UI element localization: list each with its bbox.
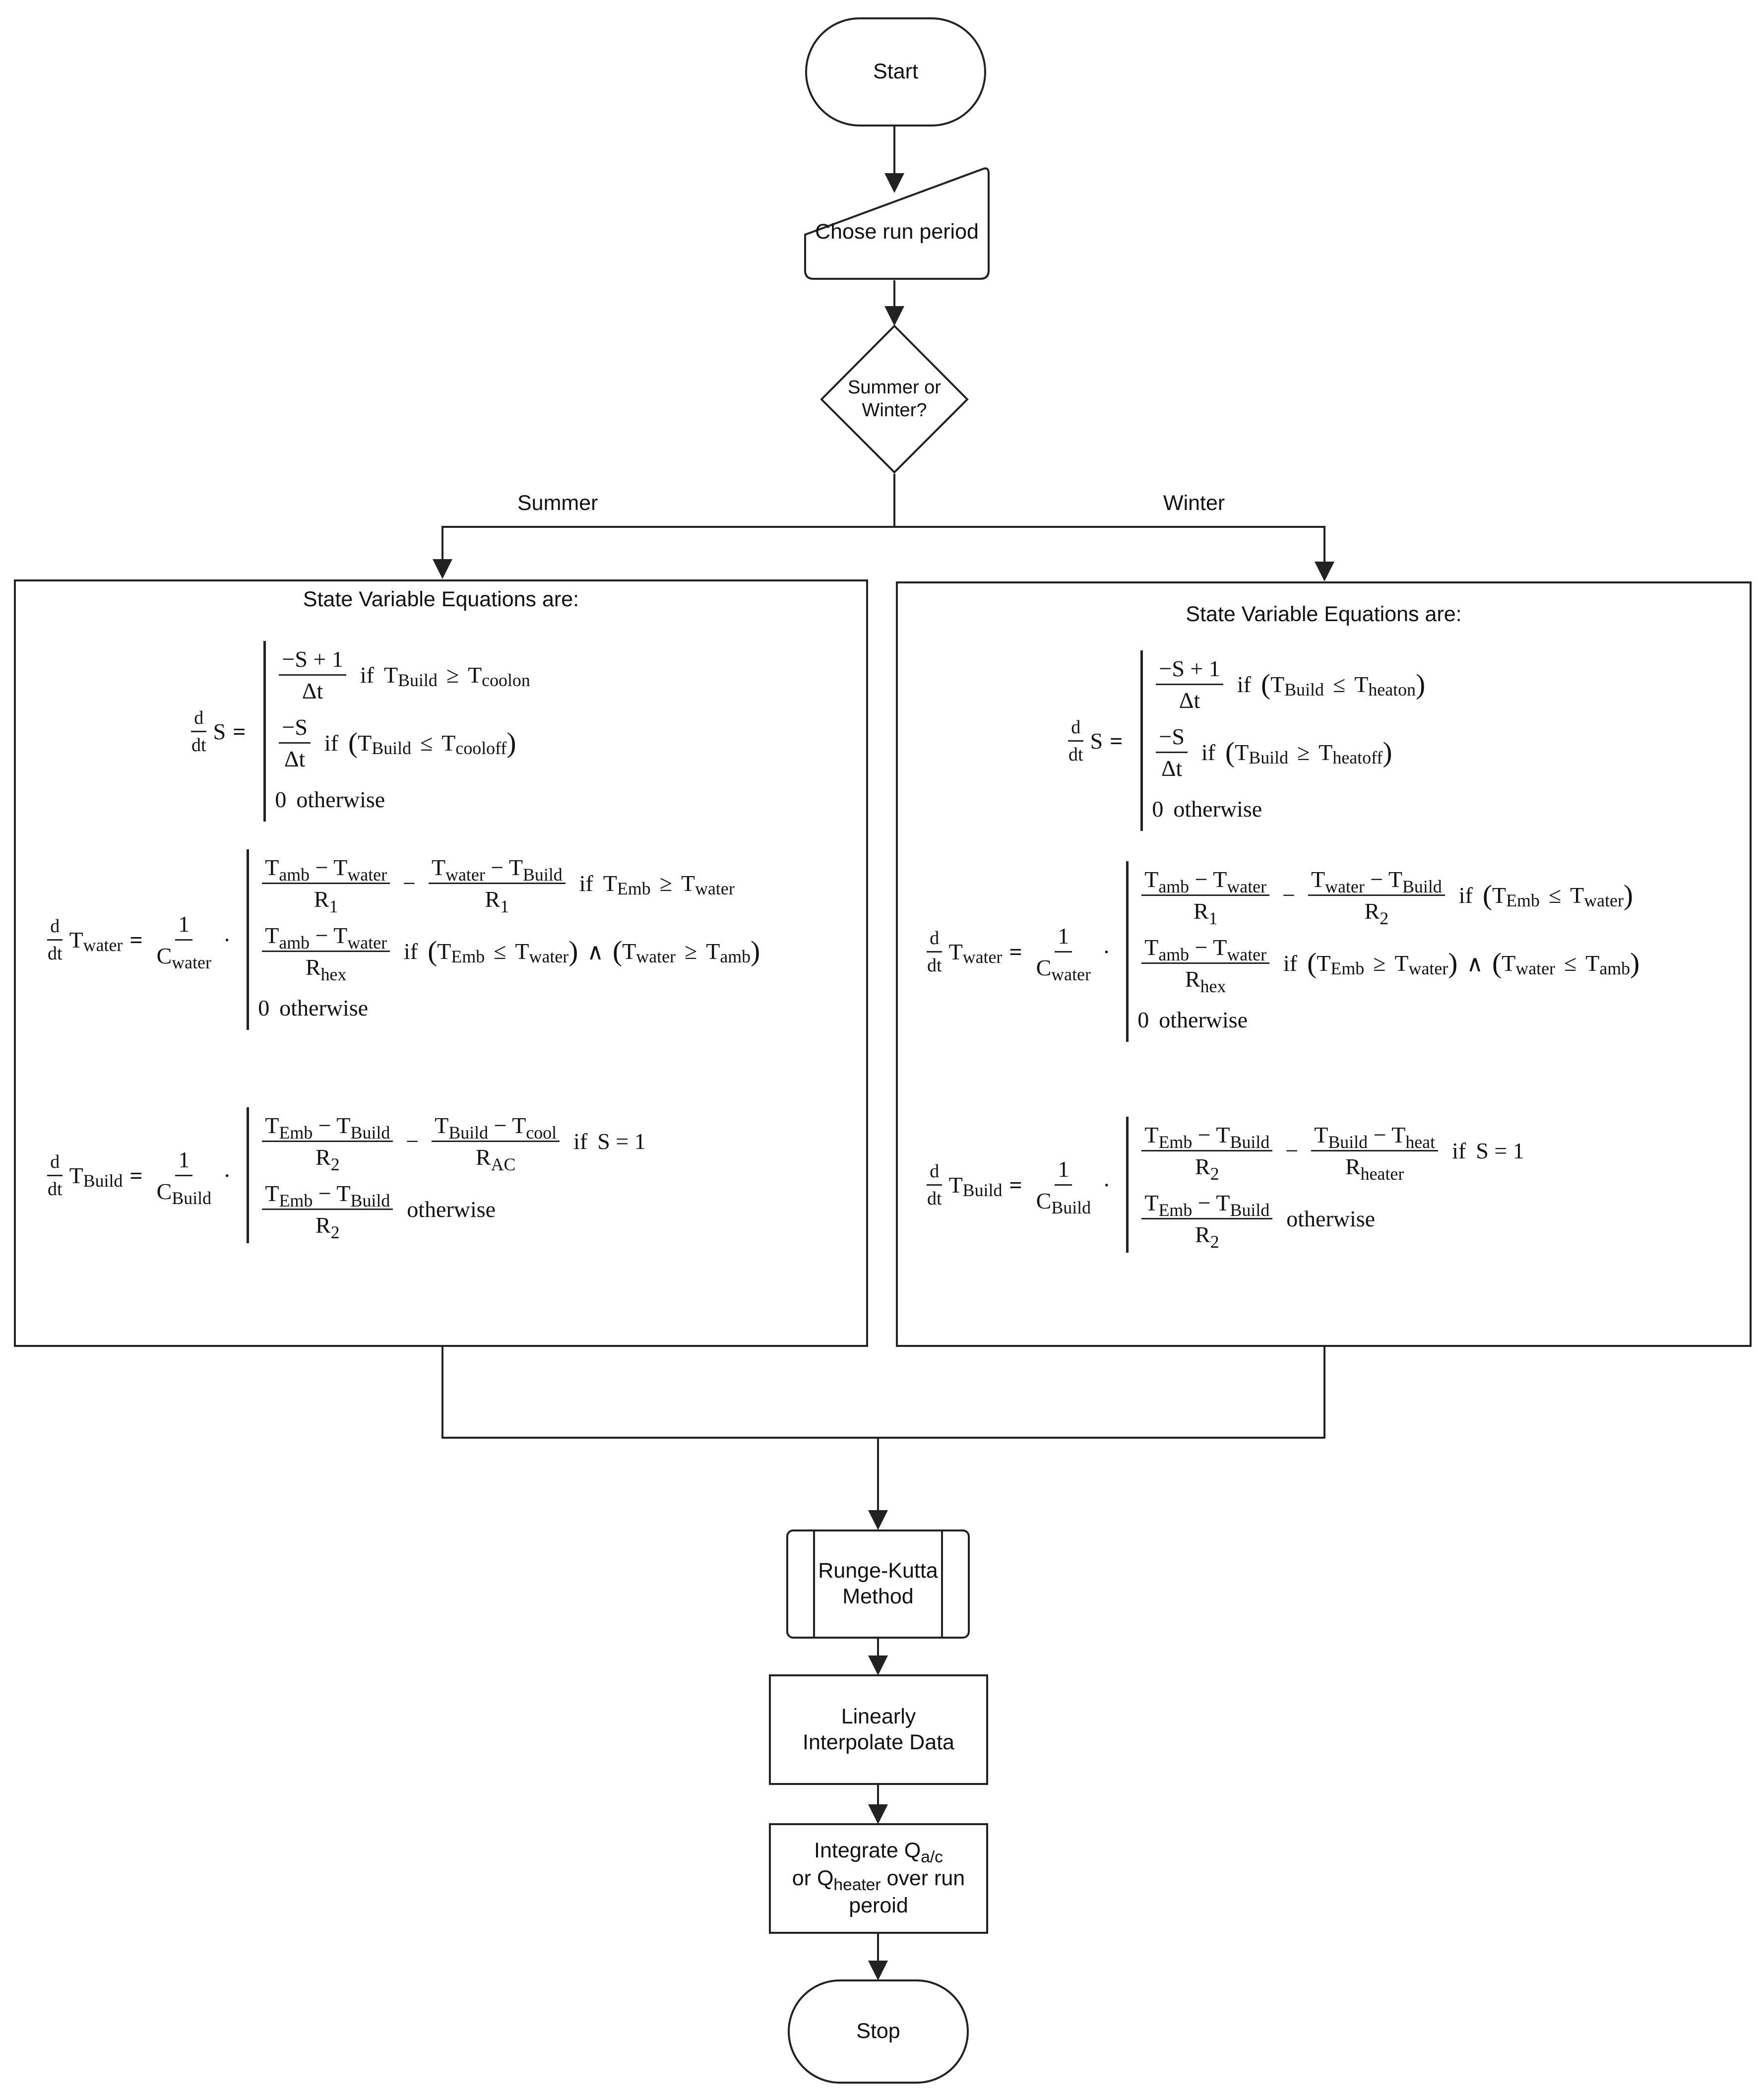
connector-summer-merge bbox=[441, 1347, 878, 1439]
decision-diamond bbox=[820, 324, 969, 474]
chose-run-period-input: Chose run period bbox=[805, 211, 989, 254]
runge-kutta-label: Runge-Kutta Method bbox=[818, 1559, 938, 1608]
start-label: Start bbox=[873, 60, 918, 84]
integrate-label: Integrate Qa/c or Qheater over run peroi… bbox=[792, 1838, 965, 1918]
chose-run-period-label: Chose run period bbox=[815, 220, 979, 244]
interpolate-process: Linearly Interpolate Data bbox=[769, 1674, 988, 1785]
stop-label: Stop bbox=[856, 2019, 900, 2043]
interpolate-label: Linearly Interpolate Data bbox=[803, 1704, 954, 1754]
start-terminal: Start bbox=[805, 17, 986, 127]
winter-branch-label: Winter bbox=[1163, 491, 1225, 515]
connector-decision-winter bbox=[894, 526, 1334, 581]
runge-kutta-process: Runge-Kutta Method bbox=[786, 1529, 970, 1639]
decision-label: Summer or Winter? bbox=[848, 377, 941, 421]
summer-branch-label: Summer bbox=[517, 491, 598, 515]
integrate-process: Integrate Qa/c or Qheater over run peroi… bbox=[769, 1823, 988, 1934]
summer-panel-title: State Variable Equations are: bbox=[303, 587, 579, 611]
manual-input-shape bbox=[804, 167, 990, 280]
decision-label-box: Summer or Winter? bbox=[838, 365, 950, 434]
stop-terminal: Stop bbox=[788, 1979, 969, 2084]
connector-winter-merge bbox=[878, 1347, 1325, 1439]
winter-panel-title: State Variable Equations are: bbox=[1186, 602, 1462, 626]
connector-decision-split bbox=[433, 474, 895, 579]
